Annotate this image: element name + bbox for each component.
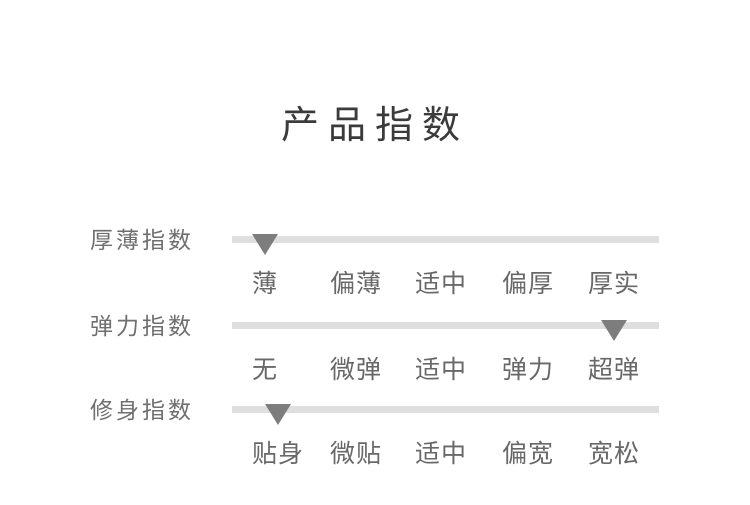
marker-triangle-icon	[265, 404, 291, 425]
tick-label: 微弹	[330, 356, 383, 384]
tick-label: 弹力	[502, 356, 555, 384]
tick-label: 贴身	[252, 440, 305, 468]
tick-label: 适中	[415, 356, 468, 384]
tick-label: 偏厚	[502, 270, 555, 298]
scale-track	[232, 236, 659, 243]
tick-label: 偏宽	[502, 440, 555, 468]
tick-label: 薄	[252, 270, 279, 298]
tick-label: 无	[252, 356, 279, 384]
tick-label: 适中	[415, 440, 468, 468]
row-label: 弹力指数	[90, 313, 194, 339]
marker-triangle-icon	[601, 320, 627, 341]
tick-label: 偏薄	[330, 270, 383, 298]
index-row-fit: 修身指数 贴身 微贴 适中 偏宽 宽松	[0, 395, 750, 477]
index-row-elasticity: 弹力指数 无 微弹 适中 弹力 超弹	[0, 311, 750, 393]
row-label: 厚薄指数	[90, 227, 194, 253]
tick-label: 超弹	[588, 356, 641, 384]
index-row-thickness: 厚薄指数 薄 偏薄 适中 偏厚 厚实	[0, 225, 750, 307]
row-label: 修身指数	[90, 397, 194, 423]
page-title: 产品指数	[280, 105, 469, 147]
tick-label: 适中	[415, 270, 468, 298]
tick-label: 微贴	[330, 440, 383, 468]
scale-track	[232, 322, 659, 329]
tick-label: 厚实	[588, 270, 641, 298]
tick-label: 宽松	[588, 440, 641, 468]
marker-triangle-icon	[252, 234, 278, 255]
scale-track	[232, 406, 659, 413]
